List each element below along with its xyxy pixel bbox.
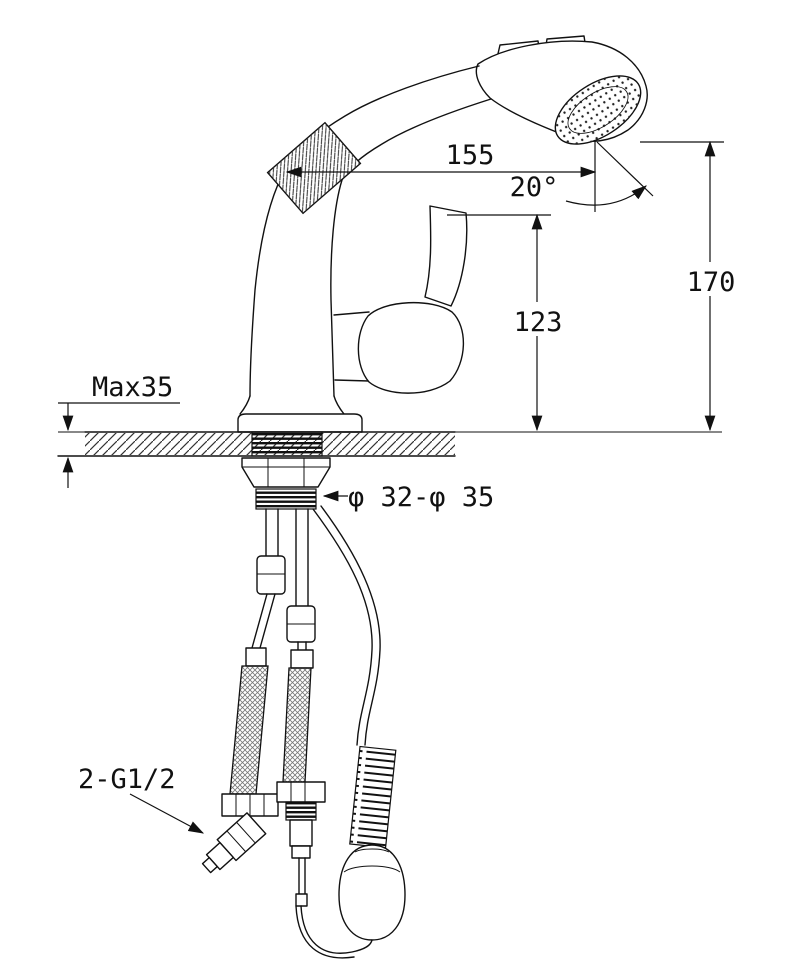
corrugated-hose — [349, 745, 397, 849]
handle — [357, 205, 468, 394]
hex-nut — [276, 781, 326, 803]
dimension-123: 123 — [447, 213, 563, 432]
dimension-max35: Max35 — [58, 372, 180, 488]
threaded-collar — [266, 121, 362, 215]
hose-end-fitting — [245, 647, 267, 667]
hose-tip — [295, 893, 308, 907]
dimension-155: 155 — [285, 140, 597, 212]
braided-hose — [282, 667, 312, 783]
hose-weight — [338, 844, 406, 941]
dimension-155-label: 155 — [446, 140, 495, 171]
supply-hose-middle — [276, 508, 326, 907]
dimension-20deg: 20° — [510, 141, 654, 206]
dimension-123-label: 123 — [514, 307, 563, 338]
label-supply-thread: 2-G1/2 — [78, 764, 205, 834]
dimension-hole-label: φ 32-φ 35 — [348, 482, 494, 513]
dimension-max35-label: Max35 — [92, 372, 173, 403]
handle-escutcheon — [357, 302, 465, 394]
supply-hose-left — [201, 508, 286, 874]
elbow-fitting — [201, 812, 267, 874]
faucet-assembly — [237, 35, 648, 433]
valve-body — [289, 819, 313, 847]
braided-hose — [229, 665, 269, 795]
dimension-170-label: 170 — [687, 267, 736, 298]
dimension-hole-diameter: φ 32-φ 35 — [322, 482, 494, 513]
hose-connector — [256, 555, 286, 595]
countertop — [57, 431, 722, 457]
threaded-fitting — [285, 801, 317, 821]
handle-lever — [424, 205, 468, 307]
hose-end-fitting — [290, 649, 314, 669]
spray-head — [475, 40, 648, 145]
lock-nut — [241, 457, 331, 488]
pullout-hose — [295, 505, 406, 959]
dimension-20deg-label: 20° — [510, 172, 559, 203]
supply-thread-label: 2-G1/2 — [78, 764, 176, 795]
mounting-shank — [241, 431, 331, 510]
base-flange — [237, 413, 363, 433]
aerator-face — [554, 75, 642, 145]
dimension-170: 170 — [640, 140, 736, 432]
